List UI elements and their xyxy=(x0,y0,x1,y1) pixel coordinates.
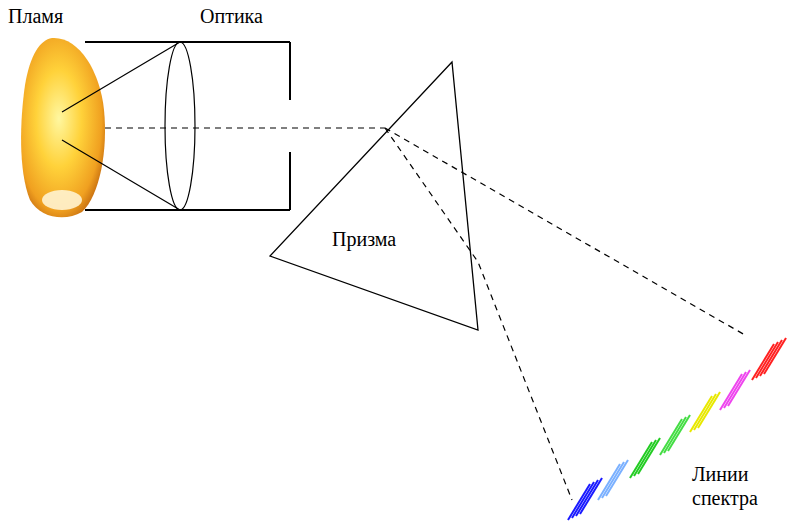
spectrum-line xyxy=(720,374,742,410)
prism-label: Призма xyxy=(332,228,396,251)
spectrum-line xyxy=(576,480,598,516)
prism: Призма xyxy=(270,62,478,330)
spectrum-line xyxy=(690,396,712,432)
spectrum-line xyxy=(724,372,746,408)
spectrum-line xyxy=(634,440,656,476)
flame xyxy=(21,38,105,217)
spectrum-label: Линии спектра xyxy=(692,462,784,510)
lens xyxy=(165,42,195,210)
light-rays xyxy=(62,42,180,210)
spectrum-line xyxy=(668,415,690,451)
spectrum-line xyxy=(572,482,594,518)
spectrum-line xyxy=(764,338,786,374)
spectrum-line xyxy=(580,478,602,514)
spectrum-line xyxy=(728,370,750,406)
spectrum-line xyxy=(760,340,782,376)
prism-outline xyxy=(270,62,478,330)
spectrum-line xyxy=(598,464,620,500)
spectrum-lines xyxy=(568,338,786,520)
spectrum-line xyxy=(660,419,682,455)
optical-axis xyxy=(105,128,745,500)
spectrum-line xyxy=(698,392,720,428)
spectrum-line xyxy=(756,342,778,378)
optics-tube xyxy=(85,42,290,210)
spectrum-line xyxy=(630,442,652,478)
optics-label: Оптика xyxy=(200,4,263,28)
spectrum-line xyxy=(606,460,628,496)
spectrum-line xyxy=(602,462,624,498)
spectrum-line xyxy=(694,394,716,430)
spectrum-line xyxy=(638,438,660,474)
flame-label: Пламя xyxy=(8,4,63,28)
flame-base xyxy=(42,190,82,210)
spectrum-line xyxy=(664,417,686,453)
